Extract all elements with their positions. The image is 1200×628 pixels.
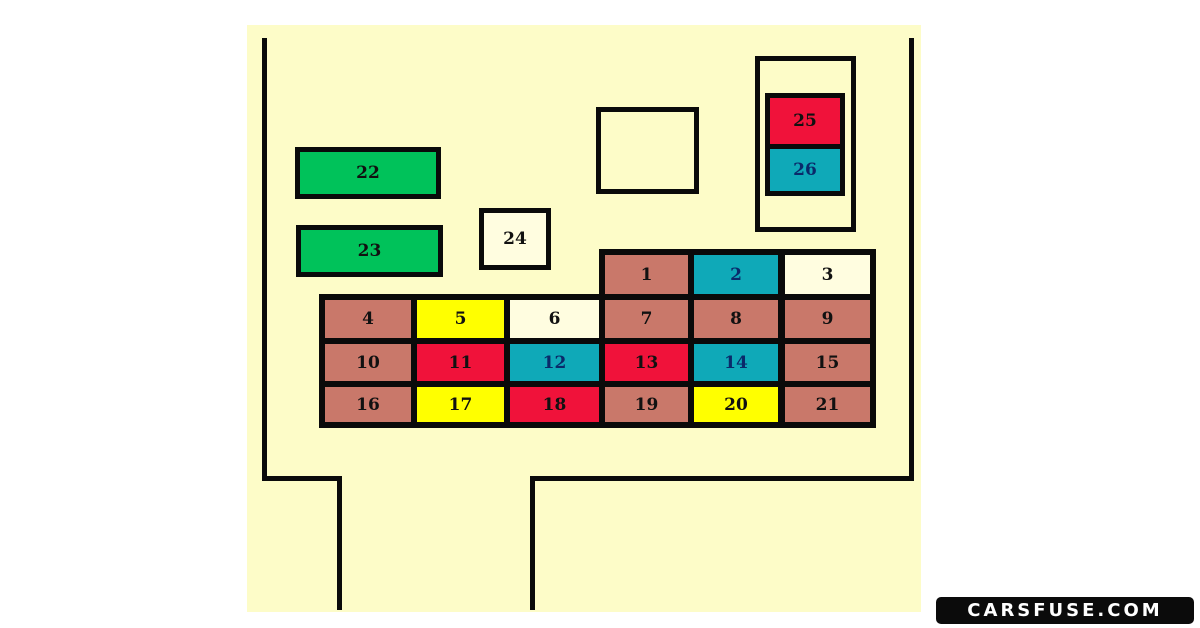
fuse-label: 7 bbox=[640, 309, 653, 329]
fuse-label: 3 bbox=[821, 264, 834, 285]
relay-24[interactable]: 24 bbox=[479, 208, 551, 270]
fuse-holder-25-26 bbox=[755, 56, 856, 232]
fuse-label: 19 bbox=[634, 394, 659, 415]
fuse-label: 21 bbox=[815, 394, 840, 415]
fuse-label: 13 bbox=[634, 352, 659, 373]
watermark-logo: CARSFUSE.COM bbox=[936, 597, 1194, 624]
fuse-26[interactable]: 26 bbox=[765, 144, 845, 196]
fuse-label: 8 bbox=[730, 309, 742, 329]
fuse-label: 11 bbox=[448, 352, 473, 373]
fuse-label: 25 bbox=[793, 111, 817, 131]
fuse-3[interactable]: 3 bbox=[785, 255, 870, 294]
fuse-label: 14 bbox=[724, 352, 748, 373]
fuse-25[interactable]: 25 bbox=[765, 93, 845, 149]
fuse-1[interactable]: 1 bbox=[605, 255, 688, 294]
fuse-6[interactable]: 6 bbox=[510, 300, 599, 338]
fuse-label: 18 bbox=[542, 394, 567, 415]
relay-22[interactable]: 22 bbox=[295, 147, 441, 199]
fuse-14[interactable]: 14 bbox=[694, 344, 778, 381]
outline-bottom-left bbox=[262, 476, 342, 481]
fuse-label: 16 bbox=[356, 394, 380, 415]
fuse-21[interactable]: 21 bbox=[785, 387, 870, 422]
fuse-13[interactable]: 13 bbox=[605, 344, 688, 381]
relay-label: 22 bbox=[356, 163, 380, 183]
fuse-5[interactable]: 5 bbox=[417, 300, 504, 338]
fuse-15[interactable]: 15 bbox=[785, 344, 870, 381]
outline-bottom-right bbox=[530, 476, 914, 481]
outline-right bbox=[909, 38, 914, 480]
fuse-9[interactable]: 9 bbox=[785, 300, 870, 338]
fuse-label: 20 bbox=[724, 394, 748, 415]
fuse-label: 4 bbox=[362, 309, 374, 329]
fuse-label: 2 bbox=[730, 264, 742, 285]
relay-label: 23 bbox=[357, 241, 382, 261]
relay-label: 24 bbox=[503, 229, 527, 249]
fuse-7[interactable]: 7 bbox=[605, 300, 688, 338]
relay-23[interactable]: 23 bbox=[296, 225, 443, 277]
fuse-12[interactable]: 12 bbox=[510, 344, 599, 381]
fuse-20[interactable]: 20 bbox=[694, 387, 778, 422]
fuse-19[interactable]: 19 bbox=[605, 387, 688, 422]
connector-right bbox=[530, 476, 535, 610]
fuse-label: 17 bbox=[448, 394, 473, 415]
fuse-17[interactable]: 17 bbox=[417, 387, 504, 422]
fuse-8[interactable]: 8 bbox=[694, 300, 778, 338]
fuse-label: 10 bbox=[356, 352, 380, 373]
fuse-label: 6 bbox=[548, 309, 561, 329]
fuse-18[interactable]: 18 bbox=[510, 387, 599, 422]
fuse-label: 1 bbox=[640, 264, 653, 285]
fuse-2[interactable]: 2 bbox=[694, 255, 778, 294]
fuse-label: 9 bbox=[821, 309, 834, 329]
empty-relay-slot bbox=[596, 107, 699, 194]
outline-left bbox=[262, 38, 267, 480]
fuse-label: 26 bbox=[793, 160, 817, 180]
fuse-4[interactable]: 4 bbox=[325, 300, 411, 338]
fuse-11[interactable]: 11 bbox=[417, 344, 504, 381]
fuse-label: 15 bbox=[815, 352, 840, 373]
connector-left bbox=[337, 476, 342, 610]
fuse-label: 5 bbox=[454, 309, 467, 329]
fuse-label: 12 bbox=[542, 352, 567, 373]
fuse-10[interactable]: 10 bbox=[325, 344, 411, 381]
fuse-16[interactable]: 16 bbox=[325, 387, 411, 422]
